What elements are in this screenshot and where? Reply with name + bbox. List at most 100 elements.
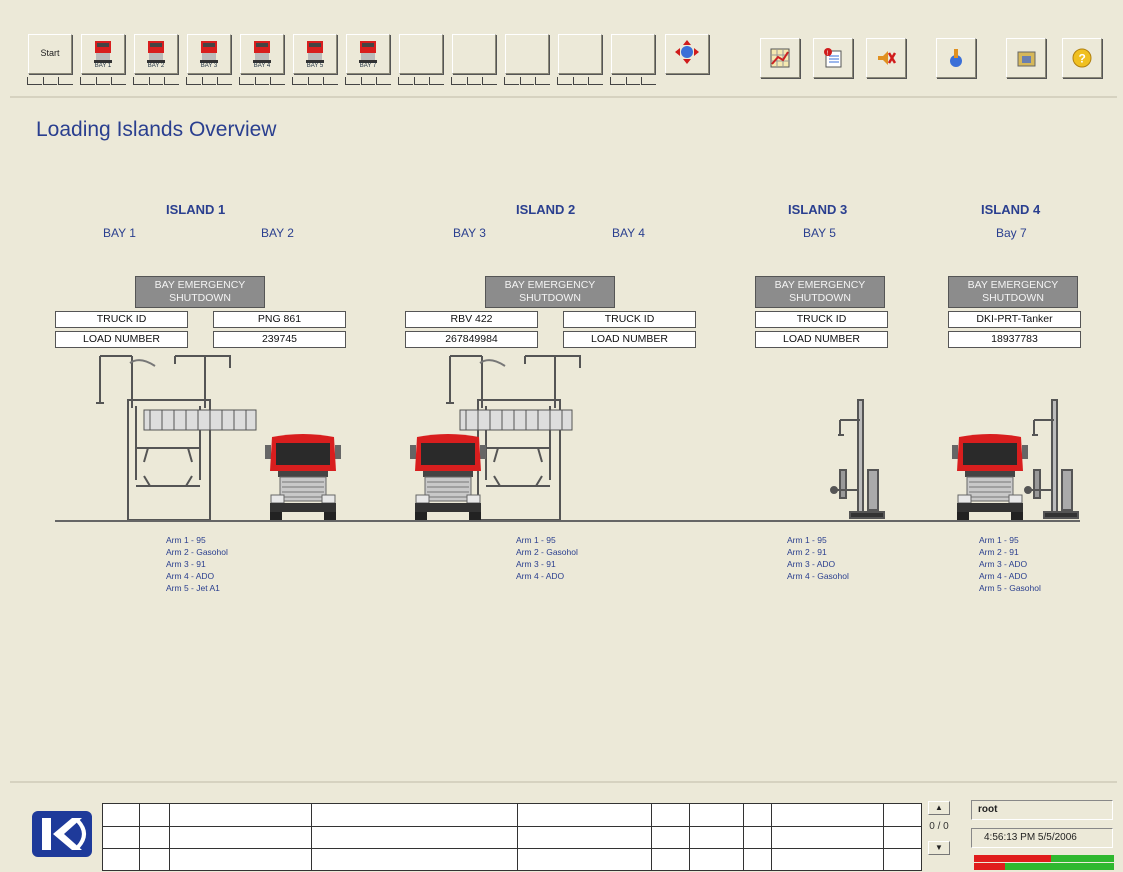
- arm-list: Arm 1 - 95 Arm 2 - Gasohol Arm 3 - 91 Ar…: [516, 534, 578, 582]
- help-button[interactable]: ?: [1062, 38, 1102, 78]
- arm-item: Arm 2 - Gasohol: [166, 547, 228, 557]
- date-time: 4:56:13 PM 5/5/2006: [971, 828, 1113, 848]
- scroll-up-button[interactable]: ▲: [928, 801, 950, 815]
- bay-emergency-shutdown-button[interactable]: BAY EMERGENCY SHUTDOWN: [948, 276, 1078, 308]
- status-indicator: [557, 77, 604, 85]
- alarm-list-button[interactable]: !: [813, 38, 853, 78]
- arm-item: Arm 4 - ADO: [979, 571, 1028, 581]
- status-indicator: [239, 77, 286, 85]
- bay-emergency-shutdown-button[interactable]: BAY EMERGENCY SHUTDOWN: [485, 276, 615, 308]
- status-indicator: [345, 77, 392, 85]
- bay-4-button[interactable]: BAY 4: [239, 34, 286, 85]
- status-indicator: [610, 77, 657, 85]
- system-load-fill: [974, 855, 1051, 862]
- bay-2-button[interactable]: BAY 2: [133, 34, 180, 85]
- status-indicator: [398, 77, 445, 85]
- start-label: Start: [40, 48, 60, 58]
- alarm-list-icon: !: [824, 48, 842, 68]
- status-indicator: [133, 77, 180, 85]
- scroll-down-button[interactable]: ▼: [928, 841, 950, 855]
- truck-id-field: PNG 861: [213, 311, 346, 328]
- status-indicator: [80, 77, 127, 85]
- memory-load-fill: [974, 863, 1005, 870]
- system-load-bar: [974, 855, 1114, 862]
- acknowledge-button[interactable]: [866, 38, 906, 78]
- alarm-grid-col: [743, 804, 744, 870]
- bay-7-button[interactable]: BAY 7: [345, 34, 392, 85]
- empty-slot-button[interactable]: [557, 34, 604, 85]
- ground-line: [55, 520, 1080, 522]
- logon-button[interactable]: [936, 38, 976, 78]
- bay-7-label: Bay 7: [996, 226, 1027, 240]
- alarm-grid-col: [771, 804, 772, 870]
- navigate-button[interactable]: [665, 34, 709, 74]
- truck-id-field: RBV 422: [405, 311, 538, 328]
- bay-2-label: BAY 2: [261, 226, 294, 240]
- truck-icon: [200, 41, 218, 63]
- alarm-summary-grid[interactable]: [102, 803, 922, 871]
- bay-5-label: BAY 5: [803, 226, 836, 240]
- svg-text:?: ?: [1079, 52, 1086, 66]
- truck-bay-3: [409, 433, 487, 522]
- bay-1-button[interactable]: BAY 1: [80, 34, 127, 85]
- bay-4-mini-label: BAY 4: [253, 63, 271, 69]
- alarm-grid-row: [103, 848, 921, 849]
- alarm-grid-col: [689, 804, 690, 870]
- navigation-arrows-icon: [675, 40, 699, 64]
- truck-id-field: TRUCK ID: [563, 311, 696, 328]
- empty-slot-button[interactable]: [504, 34, 551, 85]
- bay-emergency-shutdown-button[interactable]: BAY EMERGENCY SHUTDOWN: [135, 276, 265, 308]
- arm-item: Arm 5 - Jet A1: [166, 583, 220, 593]
- status-indicator: [451, 77, 498, 85]
- empty-slot-button[interactable]: [398, 34, 445, 85]
- trend-button[interactable]: [760, 38, 800, 78]
- company-logo: [32, 811, 92, 857]
- arm-list: Arm 1 - 95 Arm 2 - Gasohol Arm 3 - 91 Ar…: [166, 534, 228, 594]
- alarm-grid-col: [651, 804, 652, 870]
- truck-bay-7: [951, 433, 1029, 522]
- arm-item: Arm 2 - 91: [787, 547, 827, 557]
- alarm-grid-col: [517, 804, 518, 870]
- island-3-title: ISLAND 3: [788, 202, 848, 217]
- bay-2-mini-label: BAY 2: [147, 63, 165, 69]
- status-indicator: [292, 77, 339, 85]
- grid-chart-icon: [770, 48, 790, 68]
- arm-item: Arm 1 - 95: [787, 535, 827, 545]
- page-title: Loading Islands Overview: [36, 118, 277, 141]
- arm-item: Arm 1 - 95: [166, 535, 206, 545]
- loading-arm-island-4: [1024, 399, 1079, 519]
- bay-7-mini-label: BAY 7: [359, 63, 377, 69]
- bay-3-button[interactable]: BAY 3: [186, 34, 233, 85]
- bay-emergency-shutdown-button[interactable]: BAY EMERGENCY SHUTDOWN: [755, 276, 885, 308]
- print-button[interactable]: [1006, 38, 1046, 78]
- alarm-grid-col: [139, 804, 140, 870]
- folder-icon: [1017, 51, 1036, 67]
- arm-item: Arm 2 - Gasohol: [516, 547, 578, 557]
- memory-load-bar: [974, 863, 1114, 870]
- bay-4-label: BAY 4: [612, 226, 645, 240]
- arm-list: Arm 1 - 95 Arm 2 - 91 Arm 3 - ADO Arm 4 …: [787, 534, 849, 582]
- truck-icon: [306, 41, 324, 63]
- bay-1-mini-label: BAY 1: [94, 63, 112, 69]
- bay-5-button[interactable]: BAY 5: [292, 34, 339, 85]
- help-icon: ?: [1072, 48, 1092, 68]
- arm-item: Arm 3 - ADO: [787, 559, 836, 569]
- arm-item: Arm 2 - 91: [979, 547, 1019, 557]
- empty-slot-button[interactable]: [610, 34, 657, 85]
- mute-horn-icon: [878, 51, 897, 65]
- arm-item: Arm 1 - 95: [516, 535, 556, 545]
- start-button[interactable]: Start: [27, 34, 74, 85]
- load-number-field: LOAD NUMBER: [563, 331, 696, 348]
- status-footer: ▲ 0 / 0 ▼ root 4:56:13 PM 5/5/2006: [10, 781, 1117, 872]
- arm-item: Arm 3 - 91: [516, 559, 556, 569]
- alarm-grid-col: [169, 804, 170, 870]
- status-indicator: [186, 77, 233, 85]
- load-number-field: 18937783: [948, 331, 1081, 348]
- arm-item: Arm 4 - ADO: [166, 571, 215, 581]
- load-number-field: 267849984: [405, 331, 538, 348]
- empty-slot-button[interactable]: [451, 34, 498, 85]
- load-number-field: LOAD NUMBER: [755, 331, 888, 348]
- bay-1-label: BAY 1: [103, 226, 136, 240]
- arm-item: Arm 4 - Gasohol: [787, 571, 849, 581]
- user-logon-icon: [950, 49, 962, 67]
